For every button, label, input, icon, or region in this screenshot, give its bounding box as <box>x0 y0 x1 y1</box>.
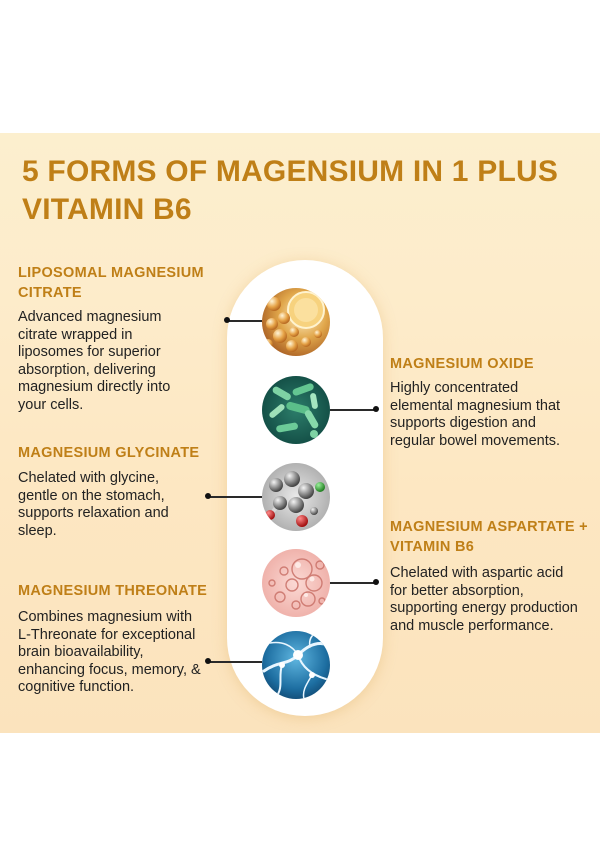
connector-dot-glycinate <box>205 493 211 499</box>
oxide-heading: MAGNESIUM OXIDE <box>390 356 534 372</box>
page-title: 5 FORMS OF MAGENSIUM IN 1 PLUS VITAMIN B… <box>22 155 559 226</box>
liposomal-citrate-description: Advanced magnesium citrate wrapped in li… <box>18 309 171 413</box>
cell-bubbles-icon <box>262 549 330 617</box>
connector-line-liposomal <box>227 320 262 322</box>
gut-bacteria-icon <box>262 376 330 444</box>
connector-line-oxide <box>330 409 376 411</box>
connector-dot-threonate <box>205 658 211 664</box>
oxide-description: Highly concentrated elemental magnesium … <box>390 380 561 449</box>
molecule-model-icon <box>262 463 330 531</box>
threonate-description: Combines magnesium with L-Threonate for … <box>18 609 201 695</box>
infographic-panel: 5 FORMS OF MAGENSIUM IN 1 PLUS VITAMIN B… <box>0 133 600 733</box>
connector-line-glycinate <box>208 496 262 498</box>
liposomal-citrate-heading: LIPOSOMAL MAGNESIUM CITRATE <box>18 265 204 301</box>
connector-line-aspartate <box>330 582 376 584</box>
aspartate-b6-description: Chelated with aspartic acid for better a… <box>390 565 578 634</box>
glycinate-description: Chelated with glycine, gentle on the sto… <box>18 470 169 539</box>
neuron-network-icon <box>262 631 330 699</box>
aspartate-b6-heading: MAGNESIUM ASPARTATE + VITAMIN B6 <box>390 519 588 555</box>
connector-dot-oxide <box>373 406 379 412</box>
threonate-heading: MAGNESIUM THREONATE <box>18 583 208 599</box>
connector-dot-liposomal <box>224 317 230 323</box>
liposome-bubbles-icon <box>262 288 330 356</box>
connector-dot-aspartate <box>373 579 379 585</box>
connector-line-threonate <box>208 661 262 663</box>
glycinate-heading: MAGNESIUM GLYCINATE <box>18 445 200 461</box>
